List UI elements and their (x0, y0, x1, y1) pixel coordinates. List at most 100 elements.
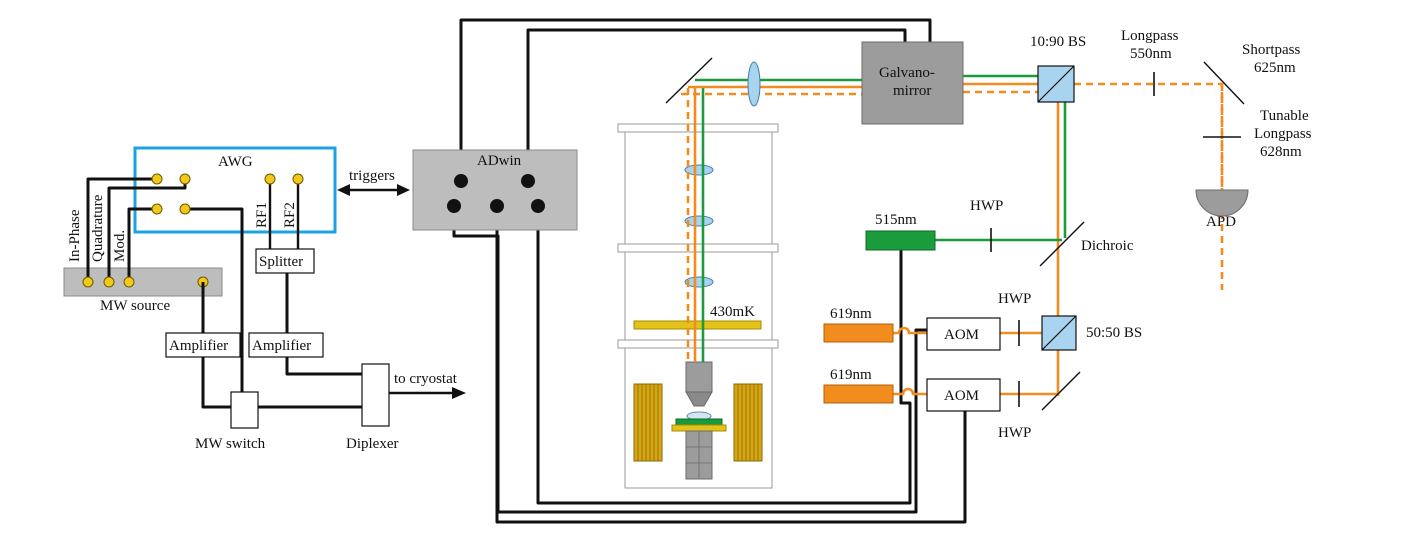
objective-tip (685, 391, 713, 407)
aom-a-label: AOM (944, 327, 979, 343)
sample-holder (675, 418, 723, 426)
mw-switch-box (230, 391, 259, 429)
shortpass-label-line1: Shortpass (1242, 42, 1301, 58)
aom-b-label: AOM (944, 388, 979, 404)
mw-connector-quadrature (103, 276, 115, 288)
triggers-label: triggers (349, 168, 395, 184)
mod-label: Mod. (112, 230, 128, 262)
aom-a-box (926, 317, 1001, 351)
awg-connector-rf2 (292, 173, 304, 185)
shortpass-625-mirror (1203, 61, 1245, 105)
beam-619b-to-aom (893, 387, 927, 396)
bs-1090-label: 10:90 BS (1030, 34, 1086, 50)
bs-5050-diagonal (1041, 315, 1077, 351)
hwp-bottom-label: HWP (998, 425, 1031, 441)
laser-619b-box (823, 384, 894, 404)
cryostat-lens-3 (684, 276, 714, 288)
bottom-turning-mirror (1041, 371, 1081, 411)
aom-b-box (926, 378, 1001, 412)
telescope-lens (747, 61, 761, 107)
cable-mod (127, 207, 157, 282)
galvano-label-line2: mirror (893, 83, 931, 99)
hwp-top-label: HWP (970, 198, 1003, 214)
beam-619a-to-aom (893, 326, 927, 335)
piezo-stack-grid (686, 431, 712, 479)
amplifier-right-box (248, 332, 324, 358)
adwin-port-3 (447, 199, 461, 213)
rf2-label: RF2 (282, 202, 298, 228)
cable-amp-left-to-switch (201, 357, 231, 409)
longpass-label-line1: Longpass (1121, 28, 1179, 44)
tunable-label-line3: 628nm (1260, 144, 1302, 160)
amplifier-right-label: Amplifier (252, 338, 311, 354)
adwin-port-5 (531, 199, 545, 213)
amplifier-left-label: Amplifier (169, 338, 228, 354)
diplexer-label: Diplexer (346, 436, 398, 452)
sample-mount (671, 424, 727, 432)
galvano-label-line1: Galvano- (879, 65, 935, 81)
laser-619a-label: 619nm (830, 306, 872, 322)
cryostat-lens-2 (684, 215, 714, 227)
mw-source-label: MW source (100, 298, 170, 314)
cryostat-mid-plate-1 (617, 243, 779, 253)
turning-mirror (665, 57, 713, 104)
cable-adwin-to-galvo-outer (459, 18, 932, 181)
cable-in-phase (86, 177, 157, 282)
cable-adwin-to-laser (536, 206, 912, 505)
triggers-arrowhead-right (397, 184, 410, 196)
cryostat-stage-1 (624, 131, 773, 245)
dichroic-mirror (1039, 221, 1085, 267)
bs-1090-diagonal (1037, 65, 1075, 103)
adwin-port-1 (454, 174, 468, 188)
splitter-box (255, 248, 315, 274)
bs-5050-label: 50:50 BS (1086, 325, 1142, 341)
magnet-coil-windings (637, 384, 759, 461)
awg-label: AWG (218, 154, 253, 170)
awg-connector-rf1 (264, 173, 276, 185)
laser-515-box (865, 230, 936, 251)
cold-plate-430mk (633, 320, 762, 330)
cryostat: 430mK (617, 123, 779, 489)
cable-adwin-to-aom-b (495, 206, 967, 524)
awg-connector-3 (151, 203, 163, 215)
triggers-arrowhead-left (337, 184, 350, 196)
magnet-coil-right (733, 383, 763, 462)
apd-label: APD (1206, 214, 1236, 230)
temp-430mk-label: 430mK (710, 304, 755, 320)
awg-connector-1 (151, 173, 163, 185)
cable-awg-to-mw-switch (185, 207, 244, 392)
cryostat-stage-3 (624, 347, 773, 489)
in-phase-label: In-Phase (67, 209, 83, 262)
cryostat-top-plate (617, 123, 779, 133)
quadrature-label: Quadrature (90, 194, 106, 262)
longpass-label-line2: 550nm (1130, 46, 1172, 62)
magnet-coil-left (633, 383, 663, 462)
awg-connector-4 (179, 203, 191, 215)
cable-adwin-to-galvo-inner (526, 28, 907, 181)
cable-amp-right-to-diplexer (285, 357, 362, 376)
to-cryostat-arrowhead (452, 387, 466, 399)
tunable-label-line2: Longpass (1254, 126, 1312, 142)
cryostat-lens-1 (684, 164, 714, 176)
laser-619a-box (823, 323, 894, 343)
to-cryostat-label: to cryostat (394, 371, 458, 387)
cryostat-mid-plate-2 (617, 339, 779, 349)
splitter-label: Splitter (259, 254, 303, 270)
rf1-label: RF1 (254, 202, 270, 228)
apd-detector (1195, 189, 1249, 217)
shortpass-label-line2: 625nm (1254, 60, 1296, 76)
laser-515-label: 515nm (875, 212, 917, 228)
laser-619b-label: 619nm (830, 367, 872, 383)
objective-body (685, 361, 713, 393)
awg-connector-2 (179, 173, 191, 185)
adwin-box (412, 149, 578, 231)
beam-detection-path (1074, 82, 1224, 290)
mw-connector-mod (123, 276, 135, 288)
mw-switch-label: MW switch (195, 436, 266, 452)
mw-connector-in-phase (82, 276, 94, 288)
galvano-mirror-box (861, 41, 964, 125)
awg-box (133, 146, 337, 234)
adwin-label: ADwin (477, 153, 522, 169)
diplexer-box (361, 363, 390, 427)
